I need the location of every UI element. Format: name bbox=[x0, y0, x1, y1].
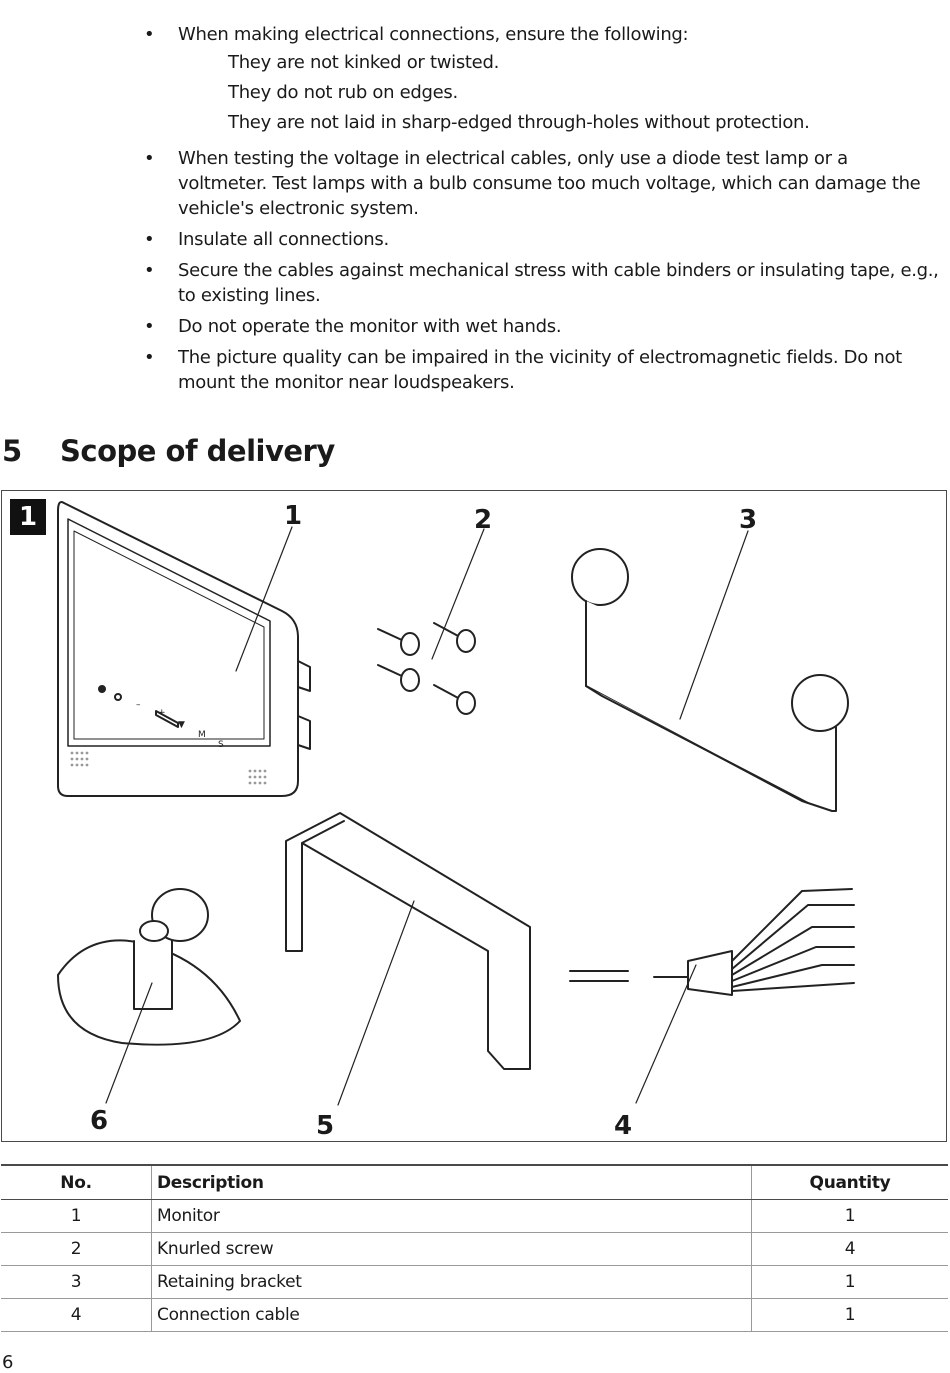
monitor-button-label: M bbox=[198, 730, 206, 740]
bullet-item: • Do not operate the monitor with wet ha… bbox=[140, 314, 940, 339]
page-number: 6 bbox=[2, 1352, 14, 1373]
bullet-item: • When making electrical connections, en… bbox=[140, 22, 940, 140]
bullet-marker: • bbox=[144, 229, 155, 250]
callout-label: 6 bbox=[90, 1106, 109, 1136]
bullet-marker: • bbox=[144, 260, 155, 281]
bullet-item: • When testing the voltage in electrical… bbox=[140, 146, 940, 221]
sun-hood-drawing bbox=[285, 812, 531, 1070]
sub-list: They are not kinked or twisted. They do … bbox=[228, 50, 940, 140]
knurled-screws-drawing bbox=[377, 622, 476, 715]
table-row: 3 Retaining bracket 1 bbox=[1, 1265, 948, 1299]
monitor-button-label: S bbox=[218, 740, 224, 750]
sub-item: They are not kinked or twisted. bbox=[228, 52, 499, 73]
col-header-no: No. bbox=[1, 1164, 152, 1200]
cell-description: Retaining bracket bbox=[151, 1265, 752, 1299]
callout-label: 5 bbox=[316, 1111, 335, 1141]
monitor-button-label: – bbox=[136, 700, 141, 710]
delivery-illustration: – + ▼ M S bbox=[57, 501, 855, 1106]
bullet-text: Insulate all connections. bbox=[178, 229, 389, 250]
section-number: 5 bbox=[2, 434, 22, 468]
bullet-marker: • bbox=[144, 316, 155, 337]
callout-label: 4 bbox=[614, 1111, 633, 1141]
cell-description: Monitor bbox=[151, 1199, 752, 1233]
bullet-marker: • bbox=[144, 347, 155, 368]
cell-quantity: 4 bbox=[751, 1232, 948, 1266]
cell-description: Knurled screw bbox=[151, 1232, 752, 1266]
cell-no: 2 bbox=[1, 1232, 152, 1266]
callout-leaders bbox=[105, 526, 749, 1106]
table-row: 2 Knurled screw 4 bbox=[1, 1232, 948, 1266]
scope-figure: – + ▼ M S 1 1 2 3 4 5 6 bbox=[1, 490, 947, 1142]
bullet-item: • Insulate all connections. bbox=[140, 227, 940, 252]
sub-item: They do not rub on edges. bbox=[228, 82, 458, 103]
table-header-row: No. Description Quantity bbox=[1, 1164, 948, 1200]
monitor-button-label: + bbox=[158, 708, 166, 718]
safety-bullet-list: • When making electrical connections, en… bbox=[140, 22, 940, 401]
section-heading: 5 Scope of delivery bbox=[2, 434, 335, 468]
cell-description: Connection cable bbox=[151, 1298, 752, 1332]
section-title: Scope of delivery bbox=[60, 434, 335, 468]
col-header-quantity: Quantity bbox=[751, 1164, 948, 1200]
callout-label: 2 bbox=[474, 505, 493, 535]
table-row: 1 Monitor 1 bbox=[1, 1199, 948, 1233]
callout-label: 1 bbox=[284, 501, 303, 531]
retaining-bracket-drawing bbox=[571, 548, 849, 812]
col-header-description: Description bbox=[151, 1164, 752, 1200]
cell-quantity: 1 bbox=[751, 1199, 948, 1233]
cell-no: 4 bbox=[1, 1298, 152, 1332]
bullet-text: The picture quality can be impaired in t… bbox=[178, 347, 902, 393]
table-row: 4 Connection cable 1 bbox=[1, 1298, 948, 1332]
bullet-marker: • bbox=[144, 148, 155, 169]
connection-cable-drawing bbox=[569, 888, 855, 996]
bullet-item: • The picture quality can be impaired in… bbox=[140, 345, 940, 395]
cell-quantity: 1 bbox=[751, 1298, 948, 1332]
scope-table: No. Description Quantity 1 Monitor 1 2 K… bbox=[1, 1164, 948, 1332]
bullet-text: When making electrical connections, ensu… bbox=[178, 24, 689, 45]
bullet-text: When testing the voltage in electrical c… bbox=[178, 148, 921, 219]
bullet-text: Secure the cables against mechanical str… bbox=[178, 260, 939, 306]
bullet-marker: • bbox=[144, 24, 155, 45]
figure-badge: 1 bbox=[10, 499, 46, 535]
monitor-drawing bbox=[57, 501, 311, 797]
cell-quantity: 1 bbox=[751, 1265, 948, 1299]
bullet-text: Do not operate the monitor with wet hand… bbox=[178, 316, 562, 337]
cell-no: 1 bbox=[1, 1199, 152, 1233]
monitor-button-label: ▼ bbox=[178, 720, 185, 730]
callout-label: 3 bbox=[739, 505, 758, 535]
sub-item: They are not laid in sharp-edged through… bbox=[228, 112, 810, 133]
cell-no: 3 bbox=[1, 1265, 152, 1299]
suction-mount-drawing bbox=[57, 888, 241, 1046]
bullet-item: • Secure the cables against mechanical s… bbox=[140, 258, 940, 308]
